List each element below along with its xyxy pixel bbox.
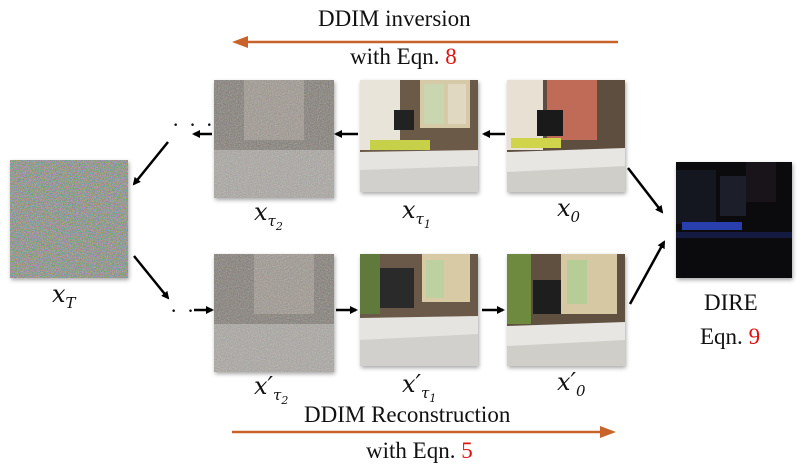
eqn-text: Eqn. bbox=[700, 324, 749, 349]
noisy-image-x-tau2 bbox=[214, 80, 334, 198]
label-x-tau2: xτ2 bbox=[254, 198, 283, 233]
pure-noise-image-xT bbox=[10, 160, 128, 278]
noisy-image-x-tau2-prime bbox=[214, 254, 334, 372]
arrow-x0prime-to-dire bbox=[628, 240, 666, 305]
ddim-reconstruction-title: DDIM Reconstruction bbox=[304, 402, 511, 427]
label-x0: x0 bbox=[557, 194, 581, 226]
ddim-inversion-eqn: with Eqn. 8 bbox=[350, 44, 457, 70]
eqn-text: with Eqn. bbox=[350, 44, 446, 69]
label-x-tau1-prime: x′τ1 bbox=[402, 370, 437, 405]
arrow-xT-to-dots bbox=[133, 255, 170, 300]
bedroom-image-x-tau1 bbox=[360, 80, 478, 192]
eqn-ref-5: 5 bbox=[461, 438, 473, 463]
bedroom-image-x0 bbox=[507, 80, 625, 192]
bedroom-image-x-tau1-prime bbox=[360, 254, 478, 366]
label-xT: xT bbox=[52, 280, 76, 312]
eqn-ref-8: 8 bbox=[445, 44, 457, 69]
dire-title: DIRE bbox=[704, 290, 758, 315]
ddim-reconstruction-eqn: with Eqn. 5 bbox=[366, 438, 473, 464]
bedroom-image-x0-prime bbox=[507, 254, 625, 366]
arrow-dots-to-xT bbox=[132, 141, 169, 186]
eqn-text: with Eqn. bbox=[366, 438, 462, 463]
label-x0-prime: x′0 bbox=[557, 368, 586, 400]
label-x-tau1: xτ1 bbox=[402, 196, 431, 231]
ddim-inversion-title: DDIM inversion bbox=[318, 6, 471, 31]
label-x-tau2-prime: x′τ2 bbox=[254, 372, 289, 407]
dire-eqn: Eqn. 9 bbox=[700, 324, 760, 350]
eqn-ref-9: 9 bbox=[748, 324, 761, 349]
dire-residual-image bbox=[676, 162, 792, 278]
arrow-x0-to-dire bbox=[627, 167, 664, 214]
